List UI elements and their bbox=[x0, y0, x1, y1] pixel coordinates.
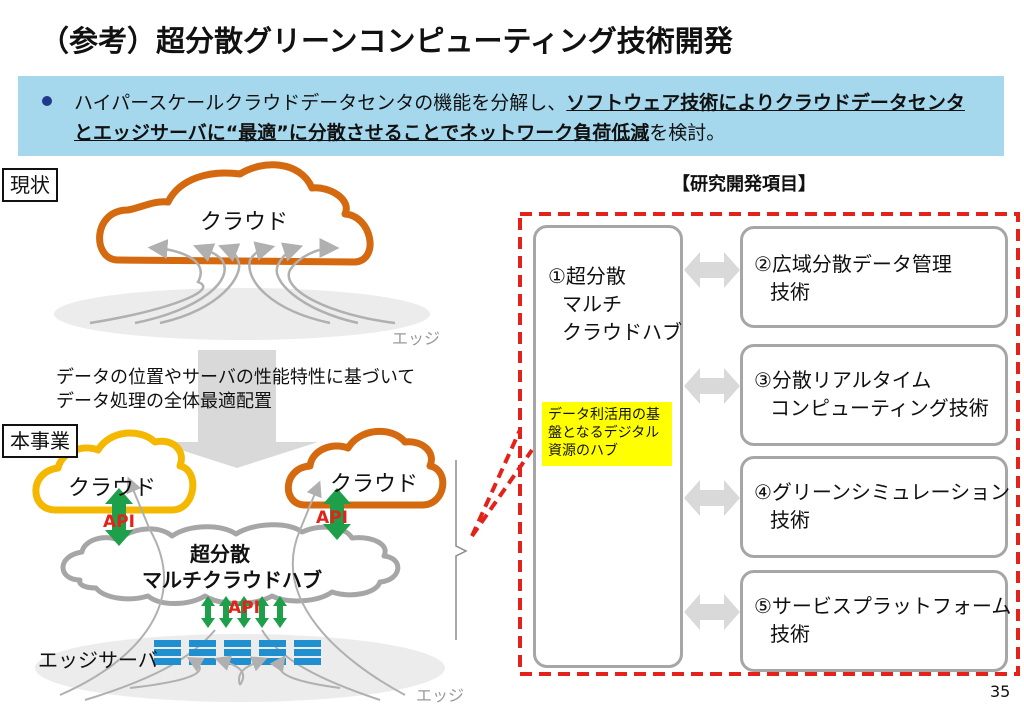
cloud-right bbox=[284, 427, 447, 509]
rd-item-5-line2: 技術 bbox=[770, 622, 810, 646]
edge-ellipse-current bbox=[54, 288, 430, 340]
cloud-label-right: クラウド bbox=[330, 472, 419, 497]
transition-arrow bbox=[156, 350, 318, 468]
transition-note-line1: データの位置やサーバの性能特性に基づいて bbox=[56, 367, 416, 388]
api-label-servers: API bbox=[228, 598, 260, 618]
rd-frame bbox=[470, 212, 1020, 676]
rd-item-box-2 bbox=[740, 226, 1008, 328]
rd-dashed-frame bbox=[518, 212, 1020, 676]
summary-banner: ハイパースケールクラウドデータセンタの機能を分解し、ソフトウェア技術によりクラウ… bbox=[18, 76, 1004, 156]
rd-hub-line2: マルチ bbox=[562, 292, 622, 316]
link-arrows bbox=[684, 252, 740, 630]
api-label-right: API bbox=[316, 508, 348, 528]
page-title: （参考）超分散グリーンコンピューティング技術開発 bbox=[40, 24, 733, 58]
hub-cloud bbox=[60, 522, 401, 606]
data-flow-arrows-current bbox=[89, 238, 396, 325]
rd-hub-text: ①超分散 マルチ クラウドハブ bbox=[548, 262, 682, 346]
summary-line2-bold: とエッジサーバに“最適”に分散させることでネットワーク負荷低減 bbox=[74, 122, 650, 144]
edge-label-project: エッジ bbox=[416, 686, 465, 705]
rd-item-text-2: ②広域分散データ管理 技術 bbox=[754, 250, 952, 306]
page-number: 35 bbox=[990, 682, 1011, 701]
bullet-icon bbox=[42, 96, 52, 106]
rd-item-3-line2: コンピューティング技術 bbox=[770, 396, 989, 420]
summary-line-1: ハイパースケールクラウドデータセンタの機能を分解し、ソフトウェア技術によりクラウ… bbox=[74, 88, 965, 115]
cloud-label-left: クラウド bbox=[68, 476, 157, 501]
rd-item-box-4 bbox=[740, 456, 1008, 558]
rd-item-4-line2: 技術 bbox=[770, 508, 810, 532]
rd-item-text-4: ④グリーンシミュレーション 技術 bbox=[754, 478, 1010, 534]
brace bbox=[455, 460, 468, 640]
hub-flow-lines bbox=[59, 476, 406, 701]
edge-server-label: エッジサーバ bbox=[38, 648, 158, 672]
rd-hub-note: データ利活用の基盤となるデジタル資源のハブ bbox=[542, 402, 672, 466]
edge-label-current: エッジ bbox=[392, 329, 441, 348]
hub-label-line1: 超分散 bbox=[190, 542, 250, 566]
rd-hub-line3: クラウドハブ bbox=[562, 320, 682, 344]
rd-section-title: 【研究開発項目】 bbox=[672, 174, 816, 195]
rd-hub-line1: ①超分散 bbox=[548, 264, 626, 288]
rd-item-5-line1: ⑤サービスプラットフォーム bbox=[754, 594, 1012, 618]
callout-line-2 bbox=[470, 448, 534, 538]
rd-item-3-line1: ③分散リアルタイム bbox=[754, 368, 932, 392]
hub-label-line2: マルチクラウドハブ bbox=[142, 568, 322, 592]
server-flow-lines bbox=[129, 655, 341, 689]
api-label-left: API bbox=[103, 512, 135, 532]
rd-item-box-5 bbox=[740, 570, 1008, 672]
rd-item-2-line2: 技術 bbox=[770, 280, 810, 304]
api-arrows-servers bbox=[201, 596, 287, 628]
rd-item-4-line1: ④グリーンシミュレーション bbox=[754, 480, 1011, 504]
summary-line1-bold: ソフトウェア技術によりクラウドデータセンタ bbox=[566, 92, 965, 114]
summary-line1-plain: ハイパースケールクラウドデータセンタの機能を分解し、 bbox=[74, 92, 567, 114]
rd-item-text-5: ⑤サービスプラットフォーム 技術 bbox=[754, 592, 1011, 648]
summary-line2-plain: を検討。 bbox=[649, 122, 726, 144]
summary-line-2: とエッジサーバに“最適”に分散させることでネットワーク負荷低減を検討。 bbox=[74, 118, 725, 145]
api-arrows-cloud bbox=[105, 488, 351, 546]
project-tag: 本事業 bbox=[2, 424, 78, 458]
cloud-current bbox=[96, 161, 374, 266]
transition-note-line2: データ処理の全体最適配置 bbox=[56, 391, 272, 412]
edge-servers bbox=[154, 640, 321, 665]
transition-note: データの位置やサーバの性能特性に基づいて データ処理の全体最適配置 bbox=[56, 366, 415, 414]
rd-item-2-line1: ②広域分散データ管理 bbox=[754, 252, 952, 276]
rd-item-box-3 bbox=[740, 344, 1008, 446]
cloud-label-current: クラウド bbox=[200, 210, 289, 235]
current-state-tag: 現状 bbox=[2, 168, 58, 202]
callout-line-1 bbox=[470, 429, 522, 537]
rd-item-text-3: ③分散リアルタイム コンピューティング技術 bbox=[754, 366, 989, 422]
